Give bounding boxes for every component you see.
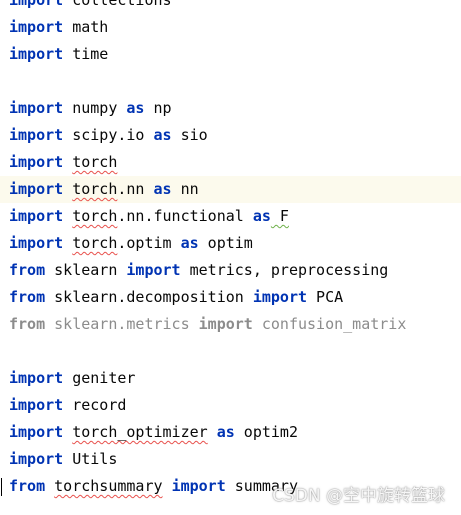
identifier-token: sklearn.metrics [45, 315, 199, 333]
identifier-token: sklearn.decomposition [45, 288, 253, 306]
identifier-token: numpy [63, 99, 127, 117]
code-line[interactable]: import torch_optimizer as optim2 [0, 419, 461, 446]
identifier-token: .nn.functional [117, 207, 253, 225]
code-line[interactable]: import time [0, 41, 461, 68]
keyword-token: as [153, 180, 172, 198]
code-line[interactable]: import numpy as np [0, 95, 461, 122]
identifier-token [45, 477, 54, 495]
text-caret [1, 478, 2, 496]
identifier-token [63, 180, 72, 198]
identifier-token: nn [171, 180, 199, 198]
keyword-token: import [9, 18, 64, 36]
identifier-token: collections [63, 0, 172, 9]
keyword-token: import [9, 153, 64, 171]
identifier-token: geniter [63, 369, 136, 387]
code-line[interactable]: from sklearn.decomposition import PCA [0, 284, 461, 311]
code-line[interactable]: import geniter [0, 365, 461, 392]
keyword-token: import [9, 234, 64, 252]
keyword-token: as [252, 207, 271, 225]
keyword-token: from [9, 288, 46, 306]
keyword-token: import [198, 315, 253, 333]
keyword-token: as [153, 126, 172, 144]
identifier-token: record [63, 396, 127, 414]
keyword-token: from [9, 477, 46, 495]
identifier-token [63, 207, 72, 225]
caret-gutter [0, 0, 3, 515]
identifier-token: time [63, 45, 109, 63]
identifier-token: Utils [63, 450, 118, 468]
identifier-token: np [144, 99, 172, 117]
keyword-token: import [9, 126, 64, 144]
identifier-token [208, 423, 217, 441]
code-line[interactable]: from sklearn import metrics, preprocessi… [0, 257, 461, 284]
identifier-token: torch_optimizer [72, 423, 208, 441]
identifier-token: sklearn [45, 261, 127, 279]
identifier-token: torch [72, 207, 118, 225]
identifier-token: optim [198, 234, 253, 252]
identifier-token [63, 234, 72, 252]
keyword-token: from [9, 315, 46, 333]
keyword-token: import [9, 0, 64, 9]
identifier-token [63, 423, 72, 441]
identifier-token: summary [225, 477, 298, 495]
keyword-token: import [9, 99, 64, 117]
identifier-token [163, 477, 172, 495]
blank-line[interactable] [0, 68, 461, 95]
identifier-token: sio [171, 126, 208, 144]
code-line[interactable]: import torch.nn as nn [0, 176, 461, 203]
keyword-token: import [9, 207, 64, 225]
identifier-token: confusion_matrix [252, 315, 407, 333]
identifier-token: metrics, preprocessing [180, 261, 389, 279]
keyword-token: import [171, 477, 226, 495]
identifier-token: PCA [307, 288, 344, 306]
blank-line[interactable] [0, 338, 461, 365]
code-line[interactable]: import torch.nn.functional as F [0, 203, 461, 230]
code-line[interactable]: import Utils [0, 446, 461, 473]
identifier-token: torch [72, 180, 118, 198]
keyword-token: as [216, 423, 235, 441]
csdn-watermark: CSDN @空中旋转篮球 [272, 486, 445, 506]
identifier-token: torch [72, 234, 118, 252]
code-line[interactable]: import collections [0, 0, 461, 14]
identifier-token: .optim [117, 234, 181, 252]
keyword-token: as [180, 234, 199, 252]
keyword-token: from [9, 261, 46, 279]
keyword-token: import [9, 423, 64, 441]
keyword-token: import [9, 396, 64, 414]
keyword-token: import [9, 180, 64, 198]
keyword-token: import [9, 369, 64, 387]
code-line[interactable]: from torchsummary import summary [0, 473, 461, 500]
keyword-token: import [9, 450, 64, 468]
identifier-token: F [270, 207, 289, 225]
identifier-token: math [63, 18, 109, 36]
code-line[interactable]: import math [0, 14, 461, 41]
keyword-token: import [252, 288, 308, 306]
code-line[interactable]: import torch [0, 149, 461, 176]
identifier-token: optim2 [234, 423, 298, 441]
identifier-token: torch [72, 153, 118, 171]
identifier-token: torchsummary [54, 477, 163, 495]
identifier-token: .nn [117, 180, 154, 198]
code-line[interactable]: import torch.optim as optim [0, 230, 461, 257]
keyword-token: import [9, 45, 64, 63]
code-line[interactable]: import record [0, 392, 461, 419]
keyword-token: as [126, 99, 145, 117]
code-line[interactable]: import scipy.io as sio [0, 122, 461, 149]
identifier-token: scipy.io [63, 126, 154, 144]
code-line[interactable]: from sklearn.metrics import confusion_ma… [0, 311, 461, 338]
keyword-token: import [126, 261, 181, 279]
identifier-token [63, 153, 72, 171]
